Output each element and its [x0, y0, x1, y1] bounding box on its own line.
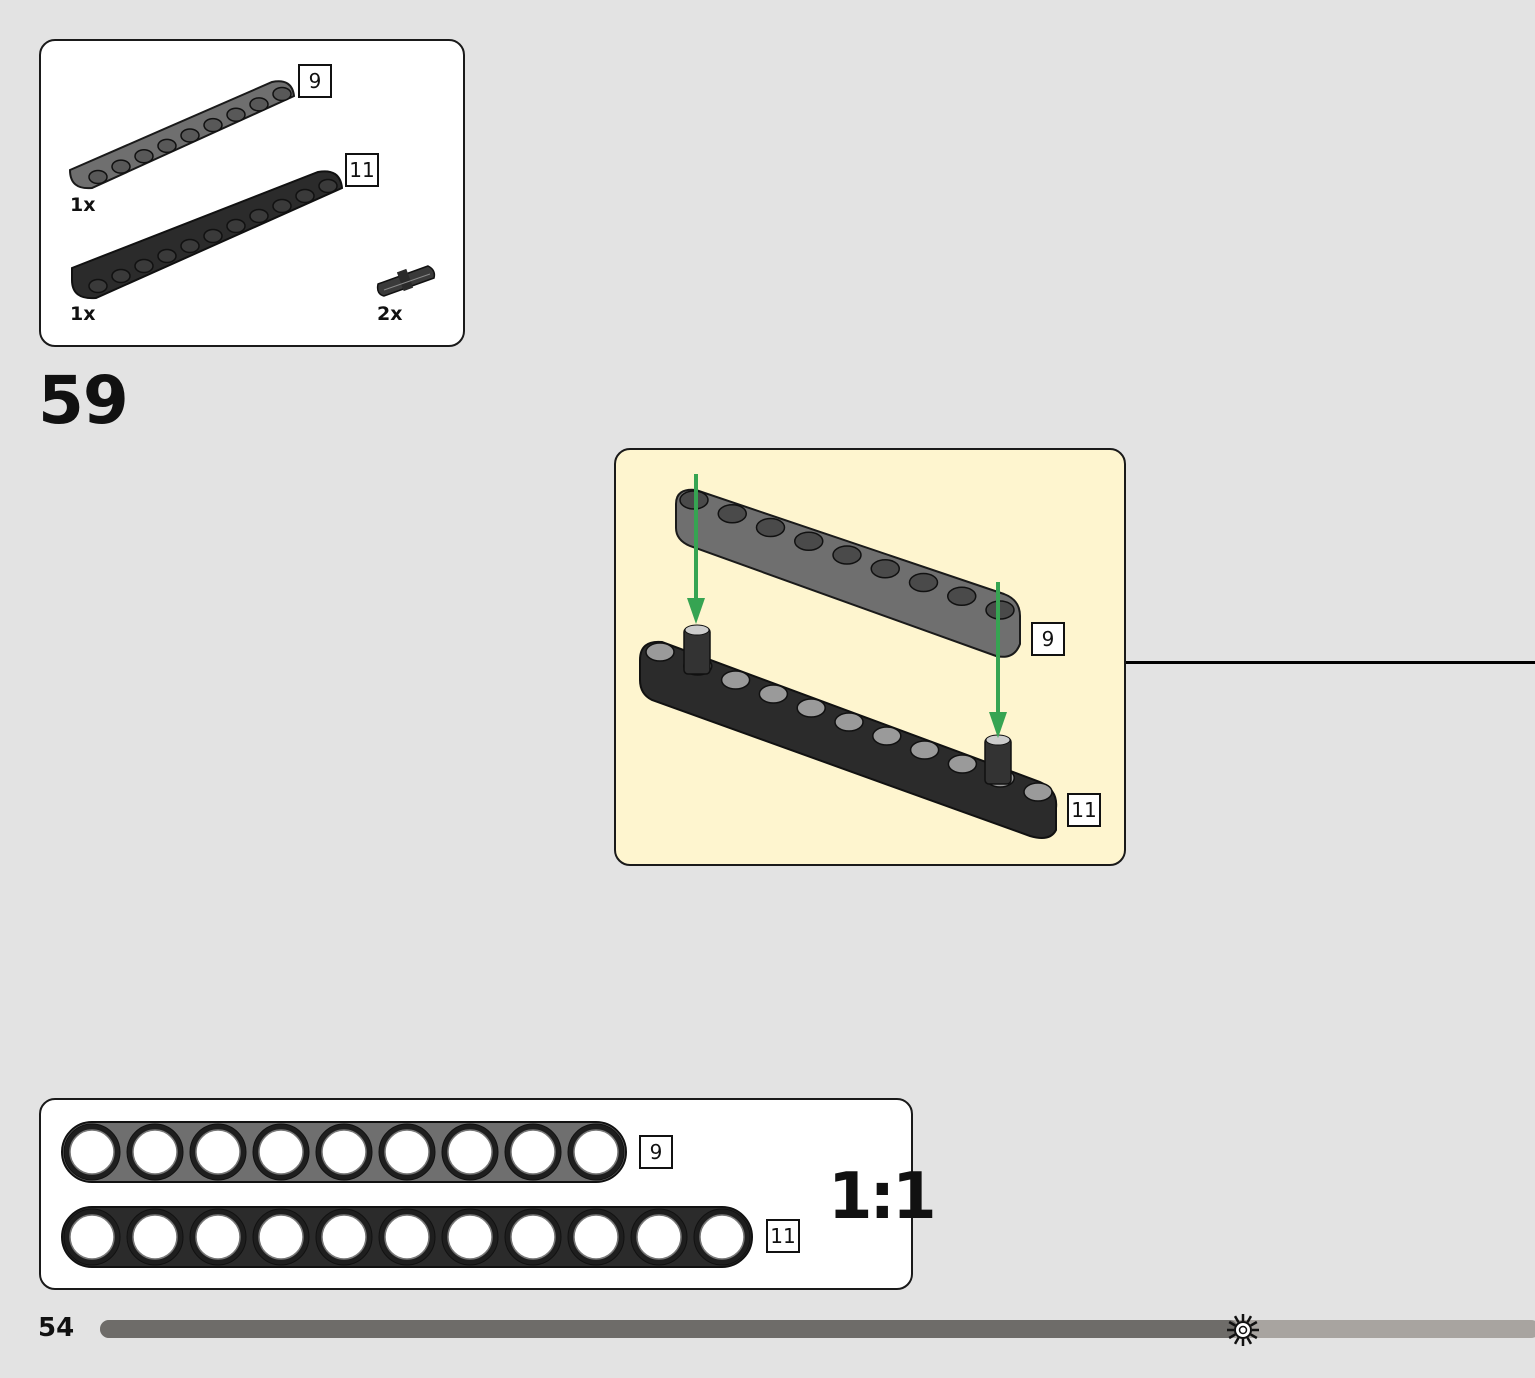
scale-hole — [195, 1214, 241, 1260]
beam-hole — [226, 107, 246, 122]
scale-hole — [195, 1129, 241, 1175]
beam-hole — [157, 138, 177, 154]
beam-hole — [157, 248, 177, 264]
black-beam-11-part — [71, 170, 344, 300]
beam-hole — [180, 128, 200, 143]
step-number: 59 — [38, 362, 129, 439]
beam-length-label: 11 — [345, 153, 379, 187]
scale-hole — [573, 1214, 619, 1260]
beam-hole — [249, 97, 269, 112]
beam-hole — [249, 208, 269, 224]
beam-hole — [755, 517, 786, 538]
beam-hole — [758, 684, 789, 704]
beam-hole — [834, 712, 864, 732]
beam-holes — [88, 178, 338, 294]
sun-icon — [1227, 1314, 1259, 1346]
beam-hole — [870, 559, 900, 579]
beam-hole — [226, 218, 246, 234]
beam-hole — [134, 149, 154, 164]
beam-holes — [679, 490, 1015, 620]
scale-hole — [132, 1214, 178, 1260]
arrow-head — [687, 598, 705, 624]
beam-hole — [717, 504, 747, 524]
beam-length-label: 11 — [1067, 793, 1101, 827]
scale-hole — [510, 1129, 556, 1175]
beam-holes — [88, 86, 292, 185]
grey-beam-9-part — [68, 80, 296, 190]
progress-fill — [100, 1320, 1238, 1338]
beam-hole — [272, 86, 292, 102]
beam-hole — [872, 726, 902, 746]
scale-hole — [384, 1214, 430, 1260]
beam-hole — [832, 545, 862, 565]
scale-hole — [258, 1129, 304, 1175]
beam-length-label: 9 — [1031, 622, 1065, 656]
scale-hole — [636, 1214, 682, 1260]
beam-hole — [88, 169, 108, 185]
beam-hole — [203, 228, 223, 244]
beam-hole — [180, 238, 200, 254]
beam-hole — [88, 278, 108, 294]
grey-beam-9 — [675, 488, 1021, 658]
beam-hole — [295, 188, 315, 204]
scale-hole — [321, 1129, 367, 1175]
beam-hole — [947, 586, 977, 606]
scale-hole — [258, 1214, 304, 1260]
beam-hole — [111, 268, 131, 284]
assembly-arrows — [687, 474, 1007, 738]
scale-hole — [447, 1214, 493, 1260]
beam-hole — [272, 198, 292, 214]
page-number: 54 — [38, 1313, 75, 1343]
scale-hole — [321, 1214, 367, 1260]
scale-hole — [573, 1129, 619, 1175]
beam-hole — [134, 258, 154, 274]
scale-hole — [447, 1129, 493, 1175]
part-quantity: 2x — [377, 303, 403, 325]
beam-hole — [720, 670, 751, 690]
part-quantity: 1x — [70, 303, 96, 325]
scale-label: 1:1 — [828, 1160, 937, 1234]
beam-hole — [909, 740, 940, 760]
beam-hole — [203, 117, 223, 133]
scale-hole — [69, 1214, 115, 1260]
beam-hole — [794, 531, 824, 551]
beam-hole — [318, 178, 338, 194]
beam-hole — [645, 642, 675, 662]
beam-length-label: 9 — [639, 1135, 673, 1169]
beam-hole — [796, 698, 826, 718]
arrow-head — [989, 712, 1007, 738]
scale-hole — [69, 1129, 115, 1175]
part-quantity: 1x — [70, 194, 96, 216]
beam-hole — [111, 159, 131, 174]
beam-length-label: 9 — [298, 64, 332, 98]
callout-connector-line — [1126, 661, 1535, 664]
scale-hole — [384, 1129, 430, 1175]
beam-hole — [1023, 782, 1053, 802]
beam-length-label: 11 — [766, 1219, 800, 1253]
scale-hole — [132, 1129, 178, 1175]
pin-left — [683, 624, 711, 675]
scale-hole — [699, 1214, 745, 1260]
scale-hole — [510, 1214, 556, 1260]
beam-hole — [947, 754, 978, 774]
progress-bar — [100, 1320, 1535, 1338]
black-beam-11 — [639, 640, 1058, 839]
pin-part — [376, 265, 436, 297]
beam-hole — [908, 572, 939, 593]
